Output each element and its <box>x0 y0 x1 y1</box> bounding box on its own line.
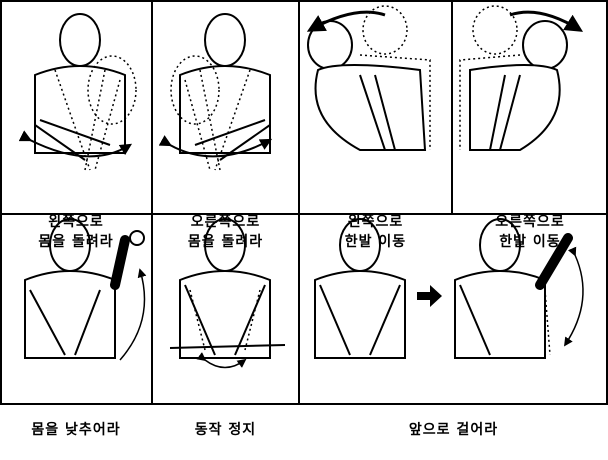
caption-stop: 동작 정지 <box>152 380 299 460</box>
panel-turn-left-figure <box>30 14 136 170</box>
panel-step-right-figure <box>460 6 580 150</box>
curved-arrow-icon <box>205 360 245 368</box>
panel-step-left-figure <box>308 6 430 150</box>
caption-lower-body: 몸을 낮추어라 <box>0 380 152 460</box>
right-arrow-icon <box>417 285 442 307</box>
panel-turn-right-figure <box>170 14 270 170</box>
caption-walk-forward: 앞으로 걸어라 <box>299 380 608 460</box>
